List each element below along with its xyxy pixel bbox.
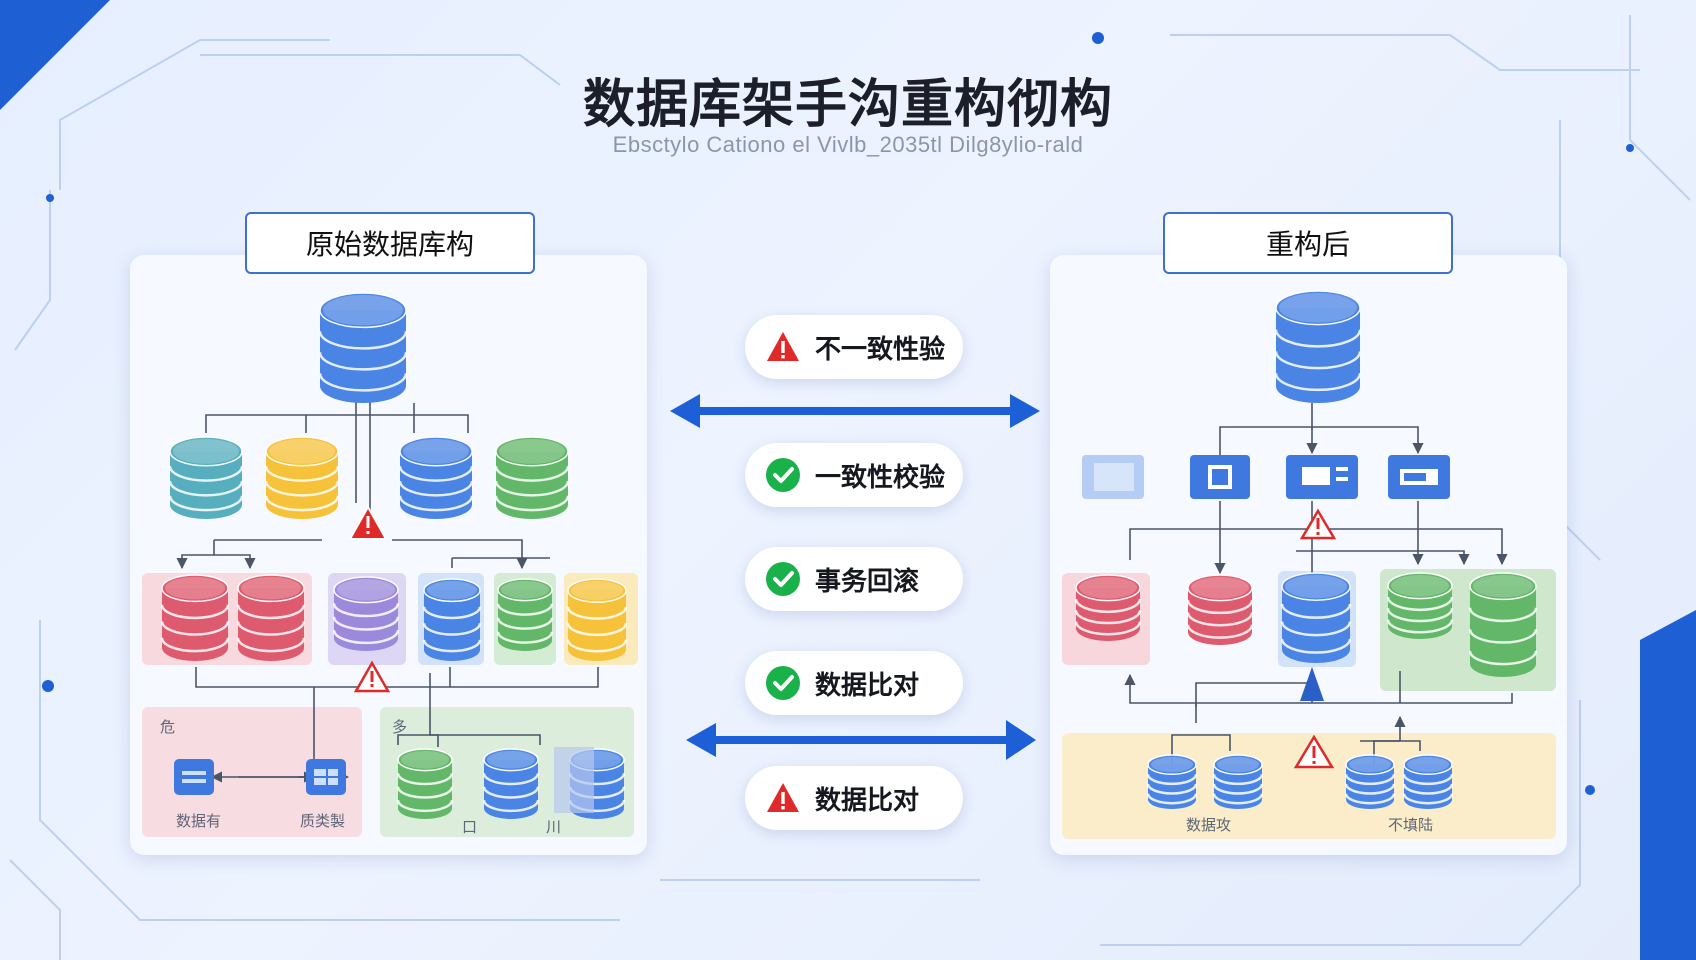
status-pill-label: 一致性校验 — [815, 462, 946, 493]
check-icon — [766, 458, 800, 492]
warning-icon — [767, 332, 799, 361]
db-cylinder-blue — [1402, 754, 1454, 810]
db-cylinder-green — [496, 578, 554, 651]
group-label-a: 危 — [160, 718, 176, 736]
status-pill-ok: 一致性校验 — [745, 443, 963, 507]
check-icon — [766, 666, 800, 700]
db-cylinder-blue — [422, 578, 482, 661]
status-pill-label: 数据比对 — [815, 785, 920, 816]
primary-db-cylinder — [1274, 290, 1362, 403]
db-cylinder-blue — [1146, 754, 1198, 810]
db-cylinder-blue — [482, 748, 540, 819]
page-title: 数据库架手沟重构彻构 — [582, 75, 1113, 135]
refactored-architecture-diagram — [1062, 290, 1556, 839]
db-cylinder-yellow — [566, 578, 628, 661]
db-label-b: 质类製 — [300, 812, 346, 830]
status-pill-label: 事务回滚 — [815, 566, 920, 597]
db-cylinder-blue — [1280, 572, 1352, 663]
status-pill-warning: 不一致性验 — [745, 315, 963, 379]
caption-b: 川 — [546, 818, 562, 836]
db-cylinder-red — [236, 574, 306, 661]
status-pill-label: 不一致性验 — [815, 334, 946, 365]
refactored-architecture-header: 重构后 — [1163, 212, 1453, 274]
status-pill-label: 数据比对 — [815, 670, 920, 701]
db-cylinder-red — [160, 574, 230, 661]
group-label-b: 多 — [392, 718, 408, 736]
primary-db-cylinder — [318, 292, 408, 403]
db-label-a-right: 数据攻 — [1186, 816, 1232, 834]
original-architecture-header: 原始数据库构 — [245, 212, 535, 274]
warning-icon — [353, 660, 391, 693]
db-cylinder-green — [1468, 572, 1538, 677]
db-cylinder-yellow — [264, 436, 340, 519]
db-label-b-right: 不填陆 — [1388, 816, 1434, 834]
check-icon — [766, 562, 800, 596]
warning-icon — [348, 504, 388, 540]
status-pill-warning: 数据比对 — [745, 766, 963, 830]
warning-icon — [1293, 734, 1335, 769]
db-cylinder-blue — [1344, 754, 1396, 810]
warning-icon — [767, 783, 799, 812]
caption-a: 口 — [462, 818, 478, 836]
db-cylinder-blue — [398, 436, 474, 519]
warning-icon — [1299, 508, 1337, 540]
db-cylinder-red — [1186, 574, 1254, 645]
page-subtitle: Ebsctylo Cationo el Vivlb_2035tl Dilg8yl… — [612, 132, 1084, 157]
db-cylinder-red — [1074, 574, 1142, 641]
db-cylinder-purple — [332, 576, 400, 651]
db-cylinder-green — [1386, 572, 1454, 639]
migration-arrows — [670, 394, 1040, 760]
db-cylinder-teal — [168, 436, 244, 519]
status-pill-ok: 事务回滚 — [745, 547, 963, 611]
db-cylinder-blue — [1212, 754, 1264, 810]
db-label-a: 数据有 — [176, 812, 222, 830]
db-cylinder-green — [396, 748, 454, 819]
original-architecture-diagram — [142, 292, 638, 837]
db-cylinder-green — [494, 436, 570, 519]
status-pill-ok: 数据比对 — [745, 651, 963, 715]
db-cylinders-left — [160, 292, 628, 819]
